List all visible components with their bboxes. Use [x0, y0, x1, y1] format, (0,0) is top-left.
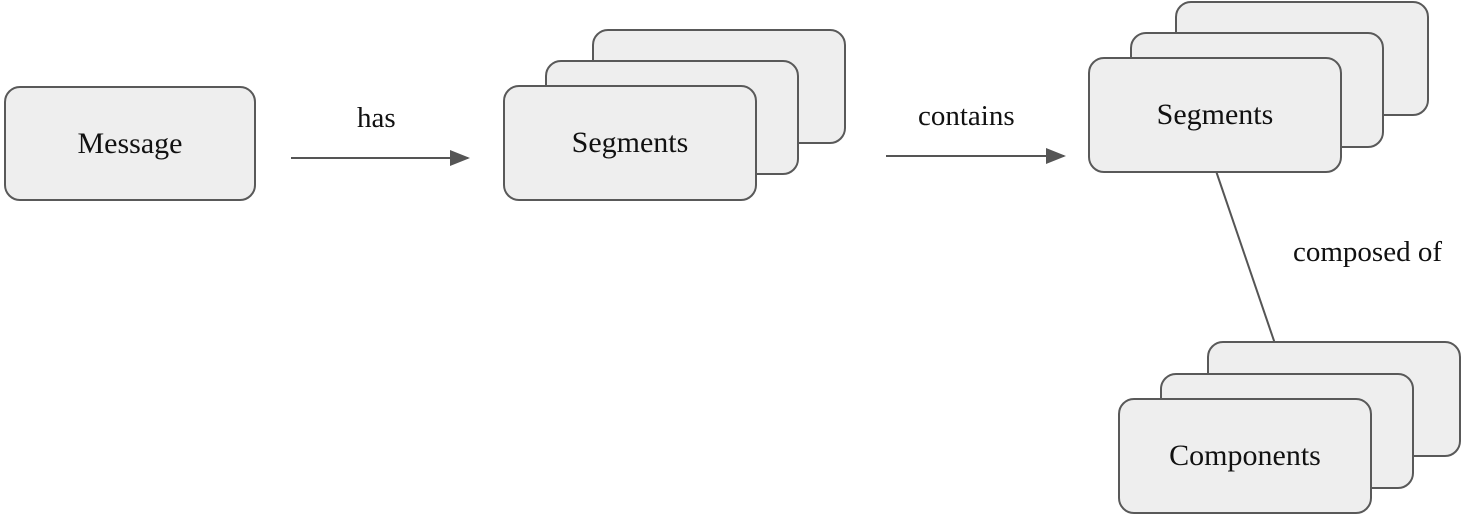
- node-segments-2[interactable]: Segments: [1088, 57, 1342, 173]
- node-segments-1[interactable]: Segments: [503, 85, 757, 201]
- node-label: Message: [77, 126, 183, 160]
- edge-label-composed-of: composed of: [1293, 236, 1442, 268]
- node-label: Components: [1169, 439, 1321, 472]
- edge-arrow-composed-of: [1214, 167, 1287, 375]
- edge-label-has: has: [357, 102, 396, 134]
- node-label: Segments: [571, 126, 689, 159]
- node-components[interactable]: Components: [1118, 398, 1372, 514]
- edge-label-contains: contains: [918, 100, 1015, 132]
- node-label: Segments: [1156, 98, 1274, 131]
- node-message[interactable]: Message: [4, 86, 256, 201]
